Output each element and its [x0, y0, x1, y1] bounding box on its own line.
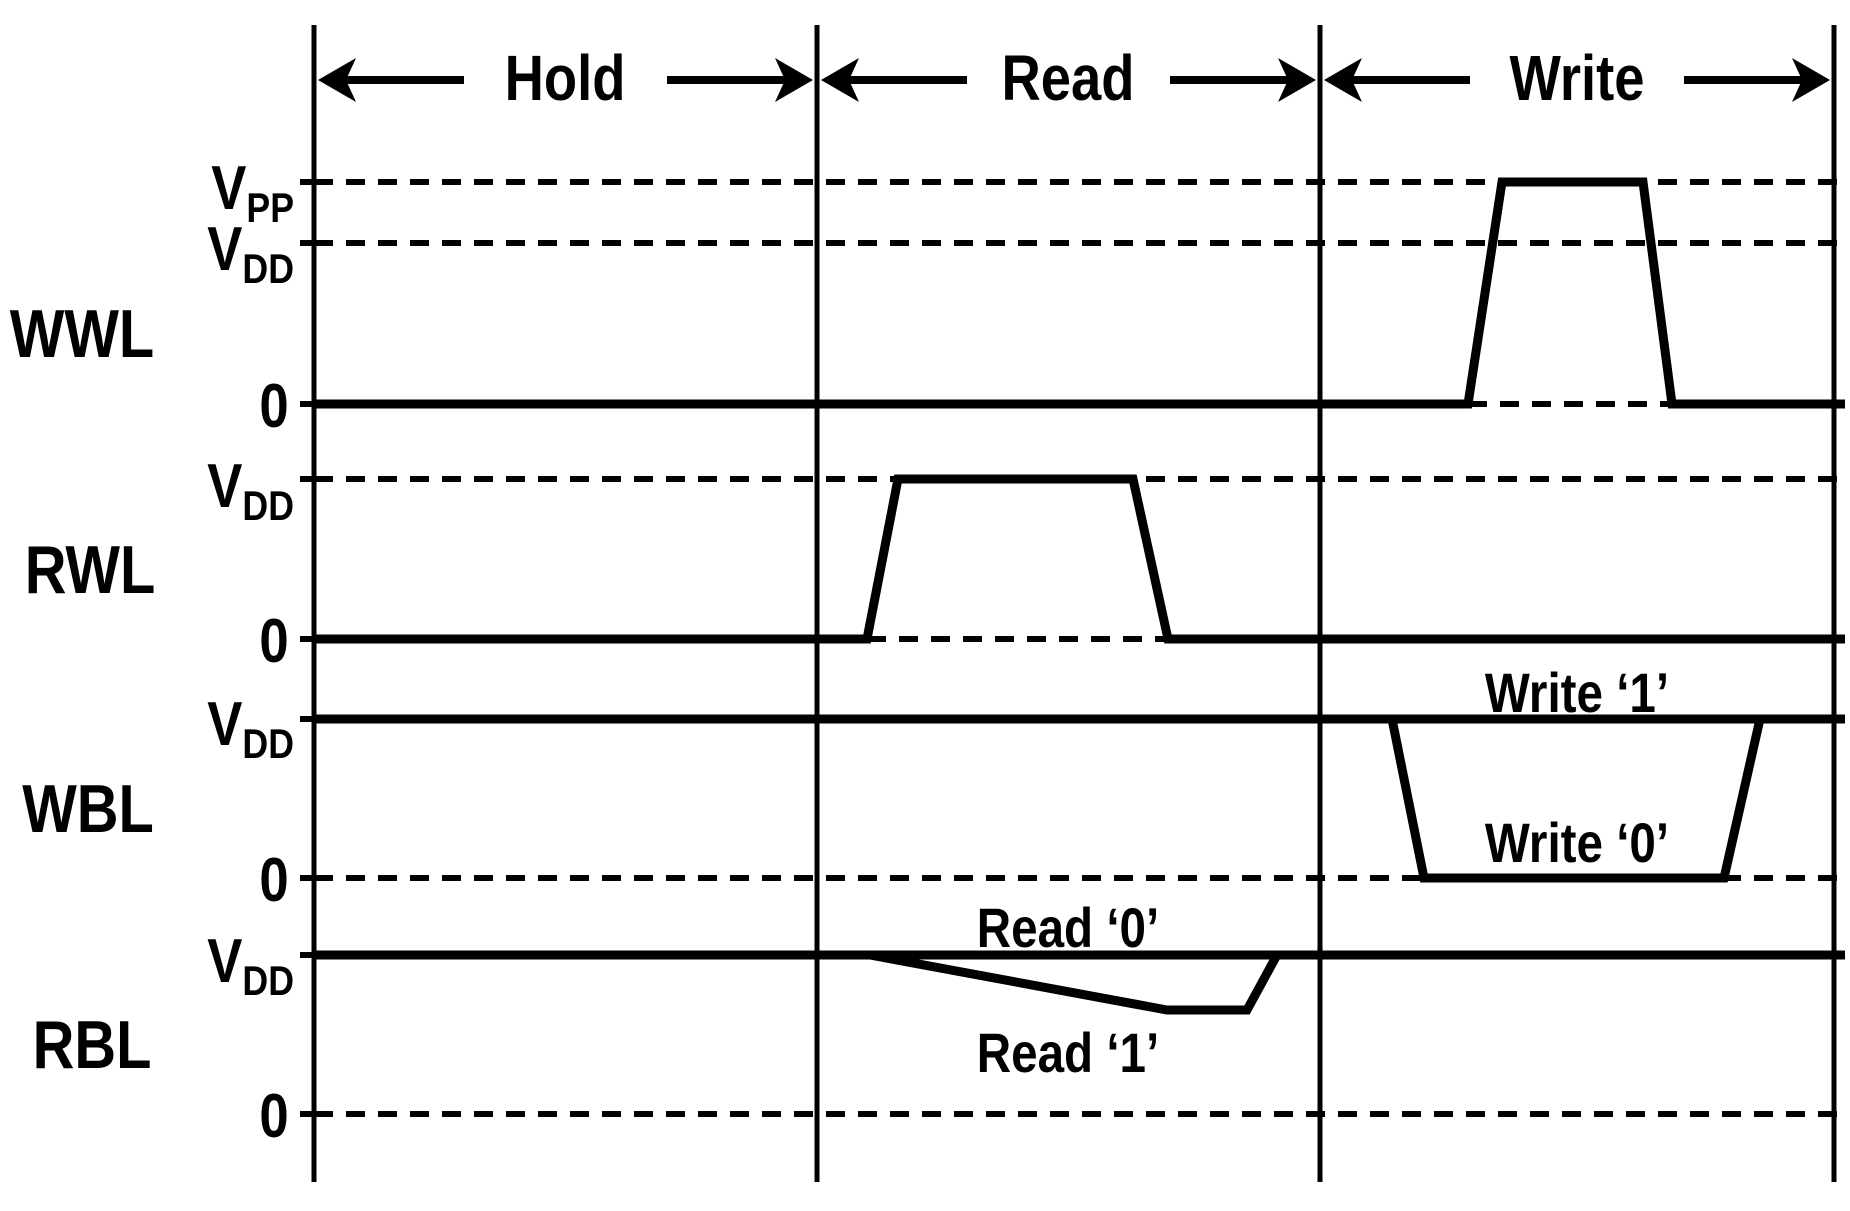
- waveforms: [314, 177, 1845, 1015]
- annotation-read-1: Read ‘1’: [977, 1022, 1159, 1084]
- phase-header-write: Write: [1324, 42, 1830, 114]
- phase-label-hold: Hold: [505, 42, 626, 114]
- rbl-vdd-label-v: V: [207, 927, 242, 996]
- rbl-read1-waveform: [869, 950, 1281, 1015]
- wbl-vdd-label-v: V: [207, 690, 242, 759]
- wbl-write0-waveform: [1387, 718, 1765, 883]
- write-right-arrow-icon: [1792, 58, 1830, 102]
- phase-header-read: Read: [821, 42, 1316, 114]
- phase-label-read: Read: [1002, 42, 1135, 114]
- wbl-vdd-label-sub: DD: [242, 721, 294, 767]
- phase-header-hold: Hold: [318, 42, 813, 114]
- voltage-level-labels: VPP VDD 0 VDD 0 VDD 0 VDD 0: [207, 154, 294, 1151]
- signal-label-wwl: WWL: [10, 297, 154, 372]
- wbl-vdd-label: VDD: [207, 690, 294, 768]
- wwl-vdd-label-sub: DD: [242, 246, 294, 292]
- vpp-label: VPP: [211, 154, 294, 232]
- waveform-annotations: Write ‘1’ Write ‘0’ Read ‘0’ Read ‘1’: [977, 662, 1669, 1084]
- rwl-waveform: [314, 474, 1845, 644]
- rwl-vdd-label-sub: DD: [242, 483, 294, 529]
- wwl-zero-label: 0: [259, 372, 288, 441]
- write-left-arrow-icon: [1324, 58, 1362, 102]
- annotation-read-0: Read ‘0’: [977, 897, 1159, 959]
- annotation-write-0: Write ‘0’: [1485, 812, 1669, 874]
- signal-label-rwl: RWL: [25, 533, 156, 608]
- phase-label-write: Write: [1510, 42, 1645, 114]
- rbl-vdd-label: VDD: [207, 927, 294, 1005]
- wwl-vdd-label: VDD: [207, 215, 294, 293]
- rwl-vdd-label-v: V: [207, 452, 242, 521]
- vpp-label-sub: PP: [246, 185, 294, 231]
- wwl-vdd-label-v: V: [207, 215, 242, 284]
- vpp-label-v: V: [211, 154, 246, 223]
- phase-boundaries: [311, 25, 1837, 1182]
- rwl-zero-label: 0: [259, 607, 288, 676]
- reference-lines: [314, 179, 1845, 1117]
- hold-right-arrow-icon: [775, 58, 813, 102]
- rbl-vdd-label-sub: DD: [242, 958, 294, 1004]
- read-left-arrow-icon: [821, 58, 859, 102]
- rbl-zero-label: 0: [259, 1082, 288, 1151]
- signal-label-rbl: RBL: [33, 1008, 152, 1083]
- wbl-zero-label: 0: [259, 846, 288, 915]
- signal-name-labels: WWL RWL WBL RBL: [10, 297, 155, 1083]
- read-right-arrow-icon: [1278, 58, 1316, 102]
- rwl-vdd-label: VDD: [207, 452, 294, 530]
- wwl-waveform: [314, 177, 1845, 409]
- annotation-write-1: Write ‘1’: [1485, 662, 1669, 724]
- hold-left-arrow-icon: [318, 58, 356, 102]
- signal-label-wbl: WBL: [22, 772, 154, 847]
